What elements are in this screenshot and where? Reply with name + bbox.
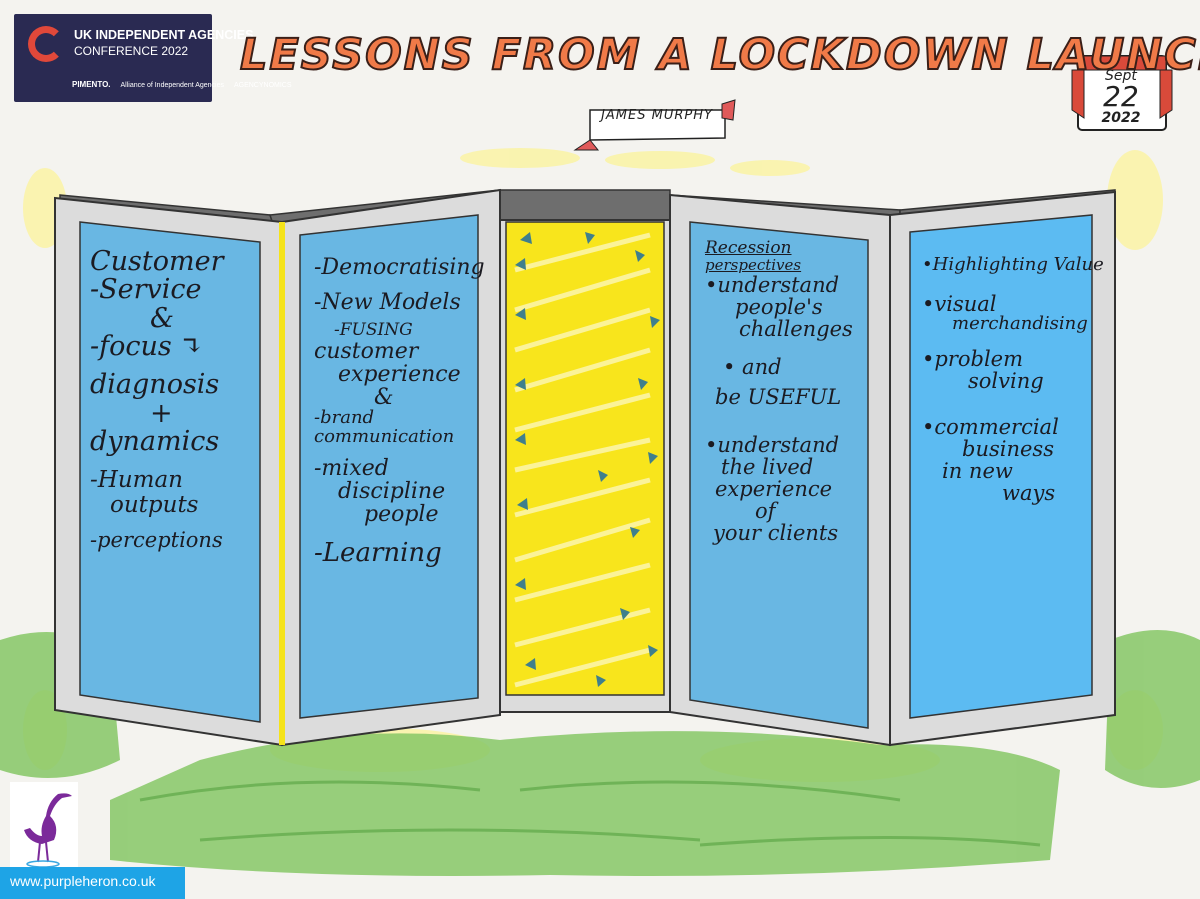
panel-5-line: in new (942, 459, 1013, 484)
logo-line-1: UK INDEPENDENT AGENCIES (74, 28, 254, 42)
calendar-day: 22 (1103, 80, 1139, 113)
panel-2-line: -brand (314, 407, 375, 429)
panel-5-text: •Highlighting Value •visual merchandisin… (922, 254, 1104, 506)
panel-5-line: •problem (922, 346, 1024, 371)
calendar-year: 2022 (1101, 110, 1141, 126)
panel-2-text: -Democratising -New Models -FUSING custo… (314, 255, 485, 569)
panel-5-line: •Highlighting Value (922, 254, 1104, 275)
panel-5-line: ways (1002, 481, 1056, 506)
logo-partners: PIMENTO. Alliance of Independent Agencie… (72, 80, 300, 89)
website-banner[interactable] (0, 867, 185, 899)
panel-5-line: •visual (922, 291, 997, 316)
grass-strokes (139, 780, 1041, 847)
partner-agencynomics: AGENCYNOMICS (233, 82, 292, 89)
panel-1-line: -focus ↴ (90, 331, 203, 363)
panel-4-text: Recession perspectives •understand peopl… (705, 238, 865, 546)
partner-pimento: PIMENTO. (72, 80, 111, 89)
panel-4-line: •understand (705, 432, 840, 457)
panel-4-line: the lived (721, 454, 814, 479)
panel-4-heading: perspectives (705, 255, 802, 274)
panel-1-line: diagnosis (90, 369, 220, 401)
panel-2-line: discipline (338, 479, 446, 505)
panel-2-line: -mixed (314, 456, 389, 482)
panel-1-line: & (150, 302, 175, 334)
panel-2-line: -Learning (314, 538, 442, 569)
yellow-panel-reflection-lines (514, 232, 651, 688)
panel-1-line: Customer (90, 246, 224, 277)
panel-2-line: experience (338, 362, 461, 388)
partner-alliance: Alliance of Independent Agencies (120, 82, 225, 89)
panel-2-line: people (364, 502, 439, 528)
panel-4-line: challenges (739, 316, 853, 341)
panel-2-surface (299, 214, 479, 719)
panel-1-line: -Human (90, 467, 183, 494)
panel-1-line: -Service (90, 274, 202, 306)
panel-2-line: -New Models (314, 290, 461, 316)
conference-c-icon (28, 26, 64, 62)
calendar-icon (1071, 55, 1173, 131)
panel-4-line: • and (723, 354, 782, 379)
panel-1-line: dynamics (90, 426, 220, 458)
panel-1-line: outputs (110, 491, 199, 518)
calendar-month: Sept (1105, 68, 1137, 84)
panel-4-line: your clients (713, 521, 839, 546)
website-link[interactable]: www.purpleheron.co.uk (10, 873, 156, 889)
speaker-banner (573, 99, 736, 151)
yellow-panel-arrows (515, 232, 660, 687)
panel-5-line: solving (968, 368, 1044, 393)
panel-2-line: customer (314, 339, 419, 365)
panel-2-line: -Democratising (314, 255, 485, 280)
panel-4-line: of (755, 498, 776, 523)
panel-1-text: Customer -Service & -focus ↴ diagnosis +… (90, 246, 260, 552)
panel-2-line: & (374, 385, 394, 411)
panel-4-line: people's (735, 294, 823, 319)
heron-icon (24, 793, 72, 868)
speaker-name: JAMES MURPHY (601, 108, 713, 123)
panel-4-line: •understand (705, 272, 840, 297)
panel-1-surface (79, 221, 261, 723)
panel-1-line: -perceptions (90, 527, 223, 552)
conference-logo: UK INDEPENDENT AGENCIES CONFERENCE 2022 … (14, 14, 292, 102)
panel-1-line: + (150, 397, 173, 429)
panel-5-surface (909, 214, 1093, 719)
panel-4-line: be USEFUL (715, 384, 842, 409)
panel-3-surface (505, 221, 665, 696)
panel-4-surface (689, 221, 869, 729)
panel-2-line: -FUSING (334, 320, 413, 341)
logo-line-2: CONFERENCE 2022 (74, 44, 189, 58)
panel-5-line: •commercial (922, 414, 1059, 439)
page-title: LESSONS FROM A LOCKDOWN LAUNCH (239, 29, 1200, 81)
purple-heron-logo (10, 782, 78, 870)
panel-4-line: experience (715, 476, 833, 501)
panel-4-heading: Recession (705, 238, 792, 258)
panel-5-line: merchandising (952, 312, 1088, 334)
panel-5-line: business (962, 436, 1054, 461)
panel-2-line: communication (314, 426, 455, 448)
